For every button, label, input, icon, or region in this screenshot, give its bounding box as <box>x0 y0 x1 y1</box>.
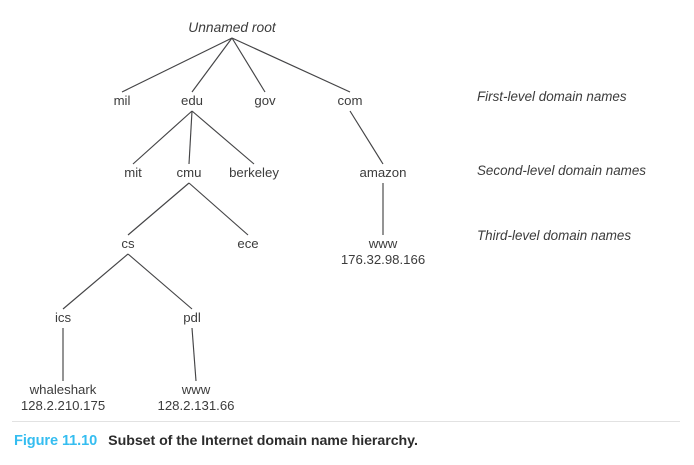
tree-node-whaleshark: whaleshark <box>29 382 97 397</box>
tree-edge-edu-to-cmu <box>188 110 193 165</box>
tree-edge-cmu-to-cs <box>127 182 190 236</box>
annotation-third-level: Third-level domain names <box>477 228 631 243</box>
tree-node-gov: gov <box>254 93 276 108</box>
tree-edge-group <box>62 37 384 382</box>
domain-hierarchy-diagram: Unnamed root mil edu gov com mit cmu berkeley am… <box>21 20 646 413</box>
tree-edge-edu-to-berkeley <box>191 110 255 165</box>
caption-divider <box>12 421 680 422</box>
tree-node-ics: ics <box>55 310 72 325</box>
tree-edge-com-to-amazon <box>349 110 384 165</box>
tree-node-edu: edu <box>181 93 203 108</box>
tree-node-group: Unnamed root mil edu gov com mit cmu berkeley am… <box>21 20 425 413</box>
tree-node-ece: ece <box>237 236 258 251</box>
tree-node-pdl: pdl <box>183 310 201 325</box>
figure-caption-text: Subset of the Internet domain name hiera… <box>108 433 418 449</box>
annotation-first-level: First-level domain names <box>477 89 627 104</box>
tree-edge-pdl-to-pdl-www <box>191 327 197 382</box>
tree-node-mil: mil <box>114 93 131 108</box>
tree-node-pdl-www: www <box>181 382 211 397</box>
tree-edge-root-to-gov <box>231 37 266 93</box>
tree-edge-root-to-com <box>231 37 351 93</box>
tree-node-root: Unnamed root <box>188 20 277 35</box>
figure-caption: Figure 11.10 Subset of the Internet domai… <box>14 432 682 450</box>
tree-node-ip-pdl-www: 128.2.131.66 <box>157 398 234 413</box>
tree-edge-cs-to-ics <box>62 253 129 310</box>
tree-node-ip-amazon-www: 176.32.98.166 <box>341 252 425 267</box>
tree-node-ip-whaleshark: 128.2.210.175 <box>21 398 105 413</box>
tree-node-mit: mit <box>124 165 142 180</box>
tree-edge-cs-to-pdl <box>127 253 193 310</box>
annotation-second-level: Second-level domain names <box>477 163 646 178</box>
tree-node-cmu: cmu <box>177 165 202 180</box>
tree-edge-root-to-mil <box>121 37 233 93</box>
tree-edge-root-to-edu <box>191 37 233 93</box>
tree-node-amazon-www: www <box>368 236 398 251</box>
tree-edge-cmu-to-ece <box>188 182 249 236</box>
tree-node-amazon: amazon <box>360 165 407 180</box>
tree-node-cs: cs <box>121 236 135 251</box>
tree-node-berkeley: berkeley <box>229 165 279 180</box>
tree-edge-edu-to-mit <box>132 110 193 165</box>
tree-node-com: com <box>338 93 363 108</box>
figure-number: Figure 11.10 <box>14 433 98 449</box>
